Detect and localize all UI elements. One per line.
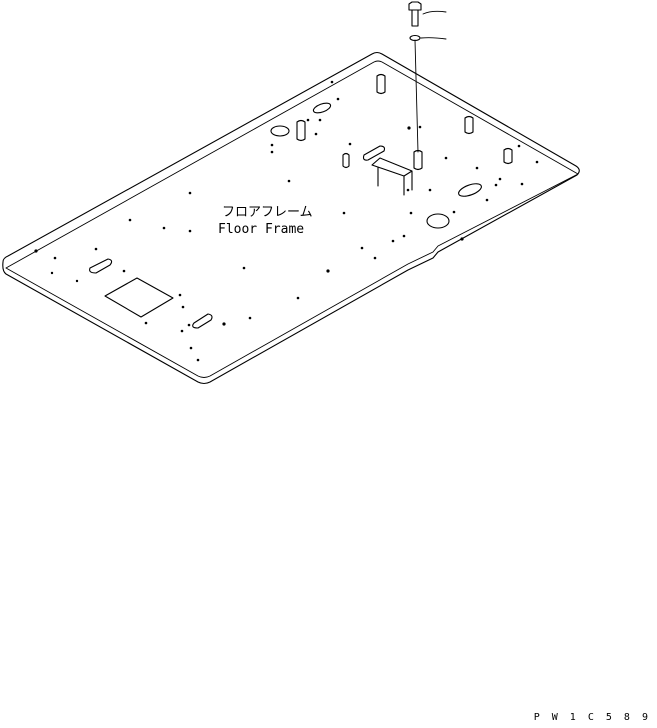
part-label-japanese: フロアフレーム — [222, 205, 313, 220]
oval-openings — [270, 102, 482, 229]
floor-frame-plate — [2, 51, 580, 385]
bolt-assembly — [408, 1, 447, 153]
drawing-code: P W 1 C 5 8 9 — [533, 712, 651, 723]
washer-leader — [420, 37, 447, 40]
bolt-centerline — [414, 39, 419, 153]
standoff-bosses — [296, 73, 513, 171]
mounting-holes — [34, 80, 539, 362]
bolt-leader — [422, 10, 447, 15]
square-opening — [104, 277, 174, 318]
mounting-bracket — [371, 157, 413, 196]
part-label-english: Floor Frame — [218, 222, 304, 237]
bolt — [408, 1, 422, 27]
slots — [89, 145, 386, 329]
